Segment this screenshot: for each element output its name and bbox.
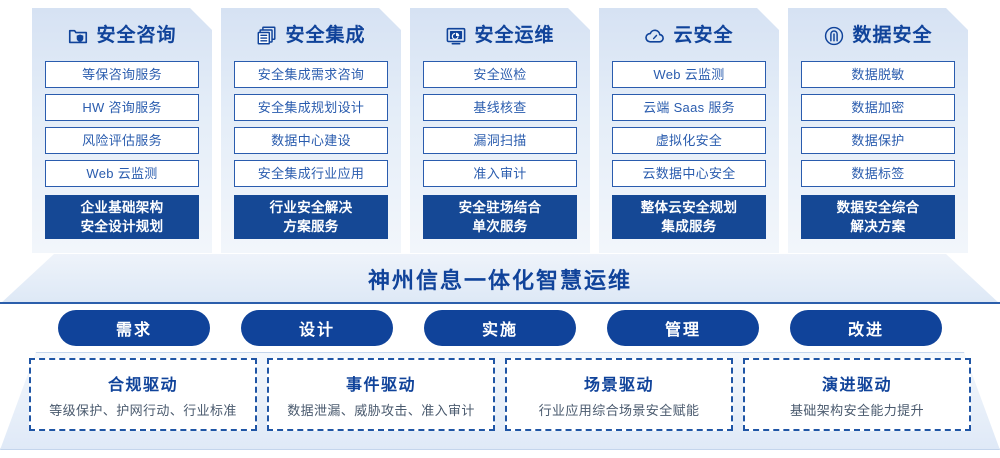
list-item[interactable]: 数据中心建设 (234, 127, 388, 154)
card-highlight-item[interactable]: 企业基础架构 安全设计规划 (45, 195, 199, 239)
card-item-list: 安全集成需求咨询 安全集成规划设计 数据中心建设 安全集成行业应用 行业安全解决… (234, 61, 388, 239)
card-header: 安全运维 (445, 18, 554, 54)
card-title: 数据安全 (852, 25, 933, 46)
driver-box-incident[interactable]: 事件驱动 数据泄漏、威胁攻击、准入审计 (267, 358, 495, 431)
list-item[interactable]: HW 咨询服务 (45, 94, 199, 121)
list-item[interactable]: 数据脱敏 (801, 61, 955, 88)
card-header: 云安全 (644, 18, 733, 54)
driver-box-evolution[interactable]: 演进驱动 基础架构安全能力提升 (743, 358, 971, 431)
driver-title: 合规驱动 (107, 376, 178, 394)
list-item[interactable]: 云端 Saas 服务 (612, 94, 766, 121)
capability-cards-row: 安全咨询 等保咨询服务 HW 咨询服务 风险评估服务 Web 云监测 企业基础架… (0, 8, 1000, 256)
list-item[interactable]: Web 云监测 (45, 160, 199, 187)
list-item[interactable]: 云数据中心安全 (612, 160, 766, 187)
highlight-line-2: 集成服务 (661, 219, 717, 234)
highlight-line-1: 行业安全解决 (269, 200, 353, 215)
card-highlight-item[interactable]: 安全驻场结合 单次服务 (423, 195, 577, 239)
card-header: 数据安全 (823, 18, 932, 54)
card-item-list: 安全巡检 基线核查 漏洞扫描 准入审计 安全驻场结合 单次服务 (423, 61, 577, 239)
phase-pill-requirement[interactable]: 需求 (58, 310, 210, 346)
card-highlight-item[interactable]: 行业安全解决 方案服务 (234, 195, 388, 239)
driver-title: 演进驱动 (821, 376, 892, 394)
card-item-list: 等保咨询服务 HW 咨询服务 风险评估服务 Web 云监测 企业基础架构 安全设… (45, 61, 199, 239)
highlight-line-1: 企业基础架构 (80, 200, 164, 215)
phase-pill-management[interactable]: 管理 (607, 310, 759, 346)
card-header: 安全咨询 (67, 18, 176, 54)
highlight-line-2: 单次服务 (472, 219, 528, 234)
phase-pill-improvement[interactable]: 改进 (790, 310, 942, 346)
card-title: 云安全 (673, 25, 734, 46)
driver-description: 数据泄漏、威胁攻击、准入审计 (287, 402, 475, 418)
list-item[interactable]: Web 云监测 (612, 61, 766, 88)
list-item[interactable]: 基线核查 (423, 94, 577, 121)
lifecycle-phase-row: 需求 设计 实施 管理 改进 (0, 310, 1000, 346)
platform-banner-title: 神州信息一体化智慧运维 (367, 268, 632, 293)
platform-banner: 神州信息一体化智慧运维 (0, 254, 1000, 304)
driver-box-compliance[interactable]: 合规驱动 等级保护、护网行动、行业标准 (29, 358, 257, 431)
driver-title: 场景驱动 (583, 376, 654, 394)
card-highlight-item[interactable]: 数据安全综合 解决方案 (801, 195, 955, 239)
list-item[interactable]: 数据保护 (801, 127, 955, 154)
driver-box-scenario[interactable]: 场景驱动 行业应用综合场景安全赋能 (505, 358, 733, 431)
driver-description: 基础架构安全能力提升 (789, 402, 924, 418)
list-item[interactable]: 等保咨询服务 (45, 61, 199, 88)
phase-pill-design[interactable]: 设计 (241, 310, 393, 346)
card-title: 安全运维 (474, 25, 555, 46)
list-item[interactable]: 数据加密 (801, 94, 955, 121)
list-item[interactable]: 安全巡检 (423, 61, 577, 88)
list-item[interactable]: 安全集成规划设计 (234, 94, 388, 121)
fingerprint-icon (823, 25, 845, 47)
driver-description: 等级保护、护网行动、行业标准 (49, 402, 237, 418)
highlight-line-1: 整体云安全规划 (640, 200, 738, 215)
monitor-chart-icon (445, 25, 467, 47)
list-item[interactable]: 数据标签 (801, 160, 955, 187)
list-item[interactable]: 安全集成需求咨询 (234, 61, 388, 88)
cloud-icon (644, 25, 666, 47)
highlight-line-2: 安全设计规划 (80, 219, 164, 234)
capability-card-security-integration[interactable]: 安全集成 安全集成需求咨询 安全集成规划设计 数据中心建设 安全集成行业应用 行… (221, 8, 401, 253)
highlight-line-2: 方案服务 (283, 219, 339, 234)
card-item-list: Web 云监测 云端 Saas 服务 虚拟化安全 云数据中心安全 整体云安全规划… (612, 61, 766, 239)
list-item[interactable]: 安全集成行业应用 (234, 160, 388, 187)
list-item[interactable]: 漏洞扫描 (423, 127, 577, 154)
folder-shield-icon (67, 25, 89, 47)
list-item[interactable]: 风险评估服务 (45, 127, 199, 154)
card-highlight-item[interactable]: 整体云安全规划 集成服务 (612, 195, 766, 239)
highlight-line-1: 安全驻场结合 (458, 200, 542, 215)
highlight-line-2: 解决方案 (850, 219, 906, 234)
capability-card-data-security[interactable]: 数据安全 数据脱敏 数据加密 数据保护 数据标签 数据安全综合 解决方案 (788, 8, 968, 253)
driver-row: 合规驱动 等级保护、护网行动、行业标准 事件驱动 数据泄漏、威胁攻击、准入审计 … (0, 358, 1000, 438)
banner-underline (0, 302, 1000, 304)
card-title: 安全集成 (285, 25, 366, 46)
card-item-list: 数据脱敏 数据加密 数据保护 数据标签 数据安全综合 解决方案 (801, 61, 955, 239)
card-title: 安全咨询 (96, 25, 177, 46)
list-item[interactable]: 准入审计 (423, 160, 577, 187)
driver-description: 行业应用综合场景安全赋能 (538, 402, 700, 418)
highlight-line-1: 数据安全综合 (836, 200, 920, 215)
capability-card-security-consulting[interactable]: 安全咨询 等保咨询服务 HW 咨询服务 风险评估服务 Web 云监测 企业基础架… (32, 8, 212, 253)
capability-card-cloud-security[interactable]: 云安全 Web 云监测 云端 Saas 服务 虚拟化安全 云数据中心安全 整体云… (599, 8, 779, 253)
capability-card-security-operations[interactable]: 安全运维 安全巡检 基线核查 漏洞扫描 准入审计 安全驻场结合 单次服务 (410, 8, 590, 253)
driver-title: 事件驱动 (345, 376, 416, 394)
stacked-documents-icon (256, 25, 278, 47)
list-item[interactable]: 虚拟化安全 (612, 127, 766, 154)
phase-pill-implementation[interactable]: 实施 (424, 310, 576, 346)
card-header: 安全集成 (256, 18, 365, 54)
